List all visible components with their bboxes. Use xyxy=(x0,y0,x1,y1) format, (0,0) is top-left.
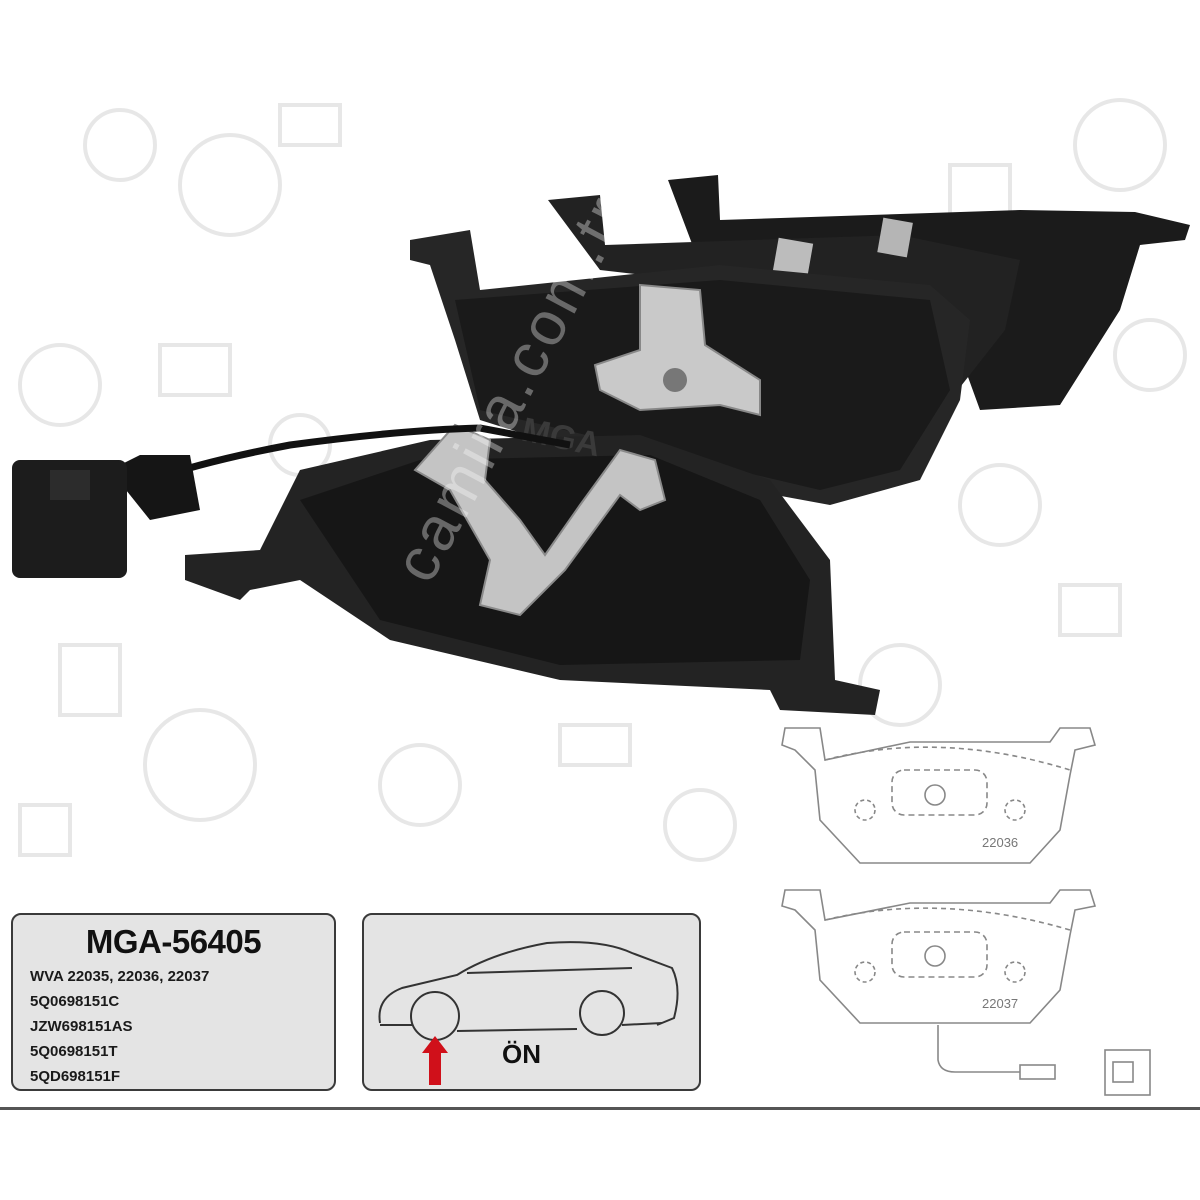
reference-list: WVA 22035, 22036, 22037 5Q0698151C JZW69… xyxy=(30,964,209,1089)
product-code: MGA-56405 xyxy=(85,923,262,960)
drawing-label-bottom: 22037 xyxy=(982,996,1018,1011)
background-icon-pattern xyxy=(18,98,1187,862)
reference-item: WVA 22035, 22036, 22037 xyxy=(30,968,210,985)
reference-item: 5QD698151F xyxy=(30,1068,121,1085)
reference-item: 5Q0698151T xyxy=(30,1043,118,1060)
brake-pads-photo: MGA xyxy=(12,175,1190,715)
technical-drawings: 22036 22037 xyxy=(781,727,1151,1096)
divider xyxy=(0,1107,1200,1110)
spring-clip-lower xyxy=(413,423,667,617)
product-info-box: MGA-56405 WVA 22035, 22036, 22037 5Q0698… xyxy=(11,913,336,1091)
position-label: ÖN xyxy=(502,1039,541,1069)
wear-sensor-connector xyxy=(12,460,127,578)
drawing-label-top: 22036 xyxy=(982,835,1018,850)
car-silhouette-icon xyxy=(378,941,679,1085)
red-arrow-icon xyxy=(422,1036,448,1085)
pad-outline-22036 xyxy=(781,727,1097,864)
reference-item: 5Q0698151C xyxy=(30,993,120,1010)
wear-sensor-boot xyxy=(110,455,200,520)
reference-item: JZW698151AS xyxy=(30,1018,133,1035)
wear-sensor-wire xyxy=(148,424,571,484)
spring-clip xyxy=(593,283,761,417)
pad-outline-22037 xyxy=(781,889,1097,1024)
position-box: ÖN xyxy=(362,913,701,1091)
sensor-wire-outline xyxy=(937,1025,1020,1073)
